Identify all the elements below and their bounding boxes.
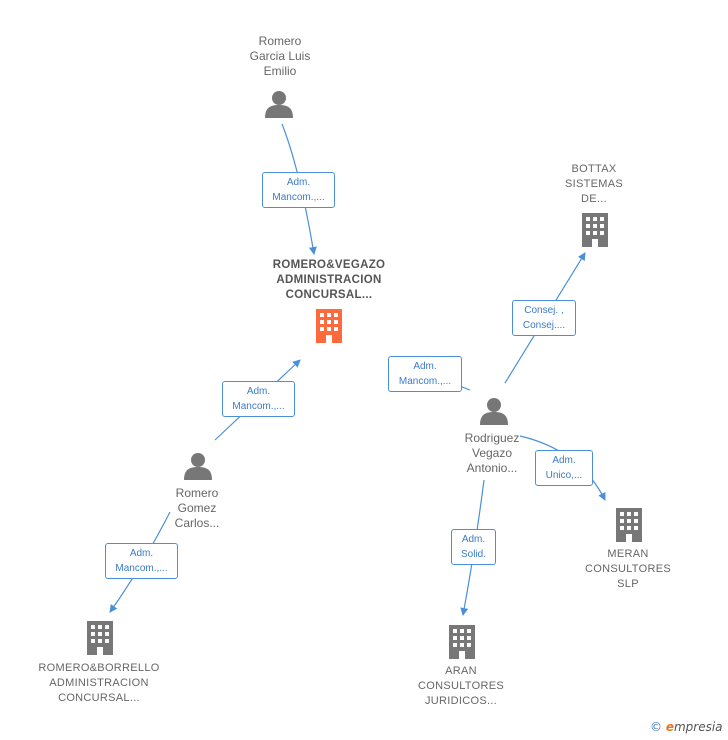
brand-logo: © empresia bbox=[650, 720, 723, 734]
edge-label-line: Consej. , bbox=[524, 305, 564, 316]
edge-label-aran[interactable]: Adm. Solid. bbox=[451, 529, 496, 565]
brand-logo-letter: e bbox=[665, 720, 674, 734]
node-label-line: SLP bbox=[617, 578, 639, 590]
building-icon[interactable] bbox=[449, 625, 475, 659]
node-label-line: Garcia Luis bbox=[249, 49, 311, 63]
node-label-line: ADMINISTRACION bbox=[49, 677, 149, 689]
node-label-line: Rodriguez bbox=[464, 431, 520, 445]
edge-label-line: Consej.... bbox=[522, 320, 566, 331]
edge-label-line: Mancom.,... bbox=[232, 401, 285, 412]
edge-label-line: Mancom.,... bbox=[115, 563, 168, 574]
edge-label-line: Adm. bbox=[461, 534, 486, 545]
node-label-line: MERAN bbox=[607, 548, 649, 560]
edge-label-line: Solid. bbox=[460, 549, 486, 560]
node-label-line: BOTTAX bbox=[571, 163, 617, 175]
node-label-line: ADMINISTRACION bbox=[276, 274, 382, 286]
node-label-line: JURIDICOS... bbox=[424, 695, 498, 707]
node-label-line: Vegazo bbox=[471, 446, 513, 460]
node-label-line: ROMERO&BORRELLO bbox=[38, 662, 160, 674]
building-icon[interactable] bbox=[616, 508, 642, 542]
edge-label-romero-borrello[interactable]: Adm. Mancom.,... bbox=[105, 543, 178, 579]
node-label-rodriguez-vegazo[interactable]: Rodriguez Vegazo Antonio... bbox=[465, 431, 520, 476]
node-label-line: CONSULTORES bbox=[584, 563, 672, 575]
node-label-meran[interactable]: MERAN CONSULTORES SLP bbox=[585, 547, 671, 592]
person-icon[interactable] bbox=[184, 453, 212, 480]
node-label-line: Carlos... bbox=[174, 516, 220, 530]
edge-label-line: Unico,... bbox=[545, 470, 583, 481]
node-label-line: Romero bbox=[258, 34, 302, 48]
person-icon[interactable] bbox=[265, 91, 293, 118]
node-label-romero-vegazo[interactable]: ROMERO&VEGAZO ADMINISTRACION CONCURSAL..… bbox=[273, 258, 386, 303]
person-icon[interactable] bbox=[480, 398, 508, 425]
edge-label-line: Adm. bbox=[286, 177, 311, 188]
node-label-line: SISTEMAS bbox=[564, 178, 624, 190]
node-label-bottax[interactable]: BOTTAX SISTEMAS DE... bbox=[565, 162, 623, 207]
node-label-line: Gomez bbox=[177, 501, 217, 515]
node-label-line: CONSULTORES bbox=[417, 680, 505, 692]
node-label-line: Emilio bbox=[263, 64, 297, 78]
brand-logo-text: mpresia bbox=[673, 720, 723, 734]
edge-label-line: Adm. bbox=[413, 361, 437, 372]
node-label-line: Romero bbox=[175, 486, 219, 500]
building-icon[interactable] bbox=[316, 309, 342, 343]
edge-label-line: Adm. bbox=[552, 455, 576, 466]
node-label-romero-garcia[interactable]: Romero Garcia Luis Emilio bbox=[250, 34, 311, 79]
node-label-line: ARAN bbox=[445, 665, 477, 677]
node-label-romero-gomez[interactable]: Romero Gomez Carlos... bbox=[175, 486, 220, 531]
node-label-line: CONCURSAL... bbox=[58, 692, 140, 704]
node-label-line: DE... bbox=[581, 193, 607, 205]
building-icon[interactable] bbox=[582, 213, 608, 247]
edge-label-line: Mancom.,... bbox=[398, 376, 452, 387]
edge-label-romero-garcia[interactable]: Adm. Mancom.,... bbox=[262, 172, 335, 208]
edge-label-bottax[interactable]: Consej. , Consej.... bbox=[512, 300, 576, 336]
node-label-line: Antonio... bbox=[466, 461, 518, 475]
node-label-romero-borrello[interactable]: ROMERO&BORRELLO ADMINISTRACION CONCURSAL… bbox=[38, 661, 159, 706]
edge-label-rodriguez-focus[interactable]: Adm. Mancom.,... bbox=[388, 356, 462, 392]
node-label-line: CONCURSAL... bbox=[285, 289, 373, 301]
node-label-line: ROMERO&VEGAZO bbox=[272, 259, 386, 271]
edge-label-meran[interactable]: Adm. Unico,... bbox=[535, 450, 593, 486]
edge-label-line: Adm. bbox=[246, 386, 271, 397]
edge-label-line: Mancom.,... bbox=[272, 192, 325, 203]
edge-label-line: Adm. bbox=[129, 548, 154, 559]
building-icon[interactable] bbox=[87, 621, 113, 655]
edge-label-romero-gomez[interactable]: Adm. Mancom.,... bbox=[222, 381, 295, 417]
copyright-icon: © bbox=[650, 720, 662, 734]
node-label-aran[interactable]: ARAN CONSULTORES JURIDICOS... bbox=[418, 664, 504, 709]
